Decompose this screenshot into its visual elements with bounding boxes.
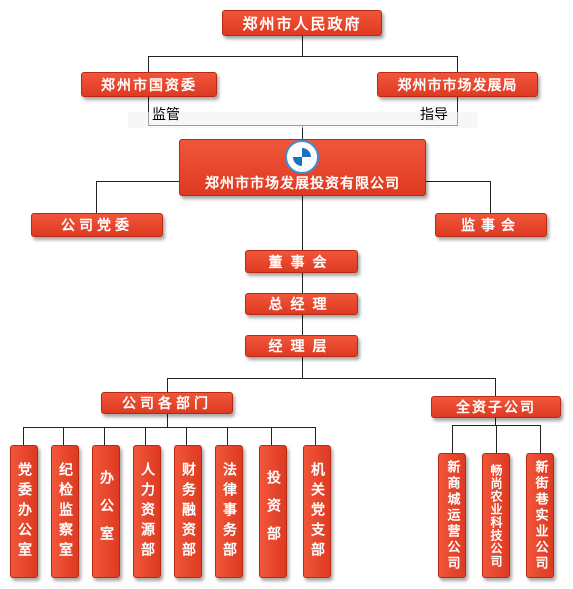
connector [490,181,491,213]
connector [302,273,303,293]
dept-label: 财务融资部 [180,461,196,562]
company-logo-icon [285,140,319,174]
connector [167,414,168,428]
sub-street-industry: 新街巷实业公司 [526,453,554,578]
connector [495,418,496,426]
dept-hr: 人力资源部 [133,445,161,578]
dept-party-office: 党委办公室 [10,445,38,578]
node-general-manager: 总经理 [245,293,358,315]
connector [23,427,315,428]
node-government: 郑州市人民政府 [222,10,382,36]
note-guide: 指导 [420,107,448,123]
subsidiary-label: 畅尚农业科技公司 [489,463,503,568]
connector [302,196,303,250]
dept-discipline: 纪检监察室 [51,445,79,578]
dept-label: 法律事务部 [221,461,237,562]
dept-party-branch: 机关党支部 [303,445,331,578]
dept-label: 党委办公室 [16,461,32,562]
sub-mall-operations: 新商城运营公司 [438,453,466,578]
connector [145,427,146,445]
node-party-committee: 公司党委 [31,213,163,237]
sub-agri-tech: 畅尚农业科技公司 [482,453,510,578]
dept-office: 办公室 [92,445,120,578]
dept-label: 人力资源部 [139,461,155,562]
connector [167,378,496,379]
connector [167,378,168,392]
connector [457,56,458,72]
connector [495,378,496,396]
connector [104,427,105,445]
connector [302,125,303,139]
connector [302,36,303,56]
subsidiary-label: 新商城运营公司 [444,459,460,572]
connector [457,97,458,126]
connector [96,181,180,182]
node-sasac: 郑州市国资委 [81,72,217,97]
background-shape [128,112,478,128]
connector [315,427,316,445]
connector [426,181,490,182]
connector [452,425,453,453]
dept-investment: 投资部 [259,445,287,578]
node-supervisory-board: 监事会 [435,213,547,237]
note-supervise: 监管 [152,107,180,123]
connector [496,425,497,453]
connector [186,427,187,445]
dept-label: 纪检监察室 [57,461,73,562]
node-market-bureau: 郑州市市场发展局 [377,72,538,97]
dept-label: 投资部 [265,469,281,554]
company-name: 郑州市市场发展投资有限公司 [205,175,400,192]
connector [271,427,272,445]
connector [148,97,149,126]
connector [540,425,541,453]
node-departments: 公司各部门 [101,392,233,414]
connector [227,427,228,445]
connector [23,427,24,445]
node-board: 董事会 [245,250,358,273]
connector [148,56,458,57]
subsidiary-label: 新街巷实业公司 [532,459,548,572]
connector [302,357,303,379]
dept-label: 办公室 [98,469,114,554]
dept-finance: 财务融资部 [174,445,202,578]
connector [302,315,303,335]
node-management: 经理层 [245,335,358,357]
dept-label: 机关党支部 [309,461,325,562]
dept-legal: 法律事务部 [215,445,243,578]
node-subsidiaries: 全资子公司 [431,396,561,418]
connector [96,181,97,213]
connector [148,56,149,72]
connector [63,427,64,445]
